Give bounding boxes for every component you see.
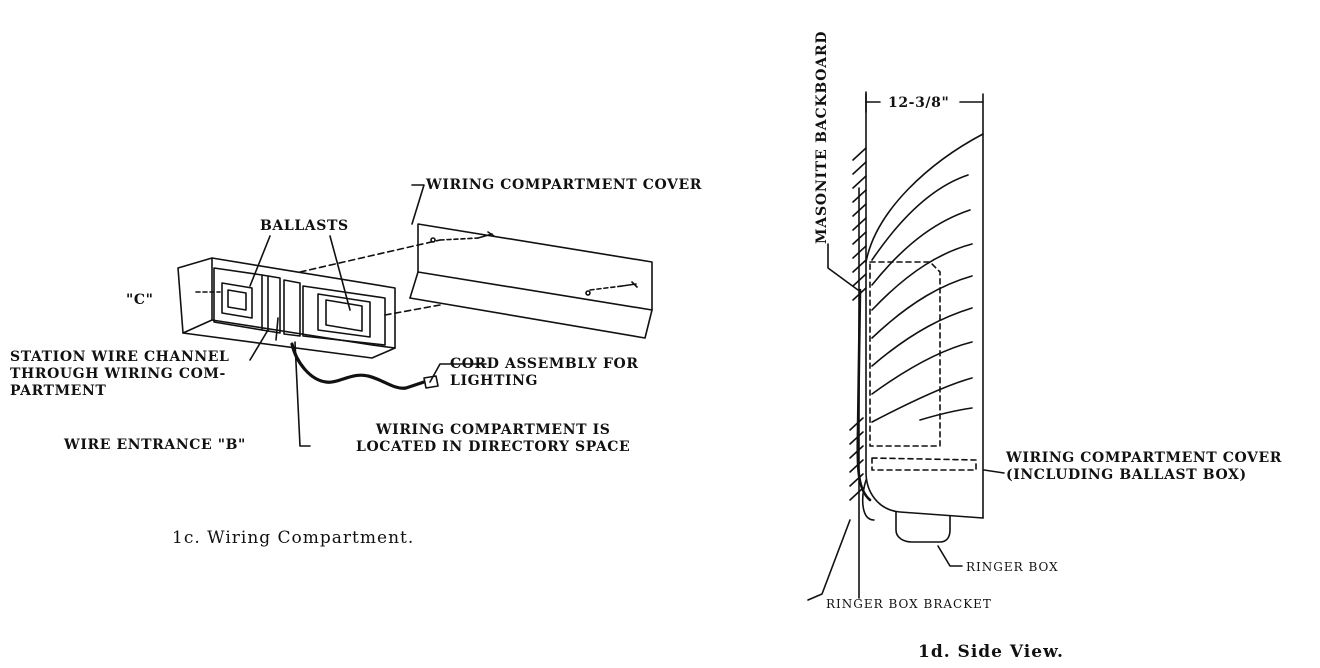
label-dimension: 12-3/8" — [888, 95, 950, 112]
caption-1d: 1d. Side View. — [918, 642, 1064, 662]
caption-1c: 1c. Wiring Compartment. — [172, 528, 415, 548]
label-ringer-box: RINGER BOX — [966, 560, 1059, 574]
label-masonite-backboard: MASONITE BACKBOARD — [814, 30, 830, 244]
label-wire-entrance-b: WIRE ENTRANCE "B" — [64, 437, 246, 453]
label-station-wire-channel: STATION WIRE CHANNEL THROUGH WIRING COM-… — [10, 349, 230, 399]
wiring-compartment-drawing — [177, 184, 653, 447]
label-ballasts: BALLASTS — [260, 218, 349, 234]
label-wiring-compartment-cover: WIRING COMPARTMENT COVER — [426, 177, 703, 193]
label-wiring-compartment-location: WIRING COMPARTMENT IS LOCATED IN DIRECTO… — [356, 422, 631, 455]
label-ringer-box-bracket: RINGER BOX BRACKET — [826, 597, 992, 611]
label-c: "C" — [126, 292, 154, 308]
label-side-cover: WIRING COMPARTMENT COVER (INCLUDING BALL… — [1006, 450, 1283, 483]
label-cord-assembly: CORD ASSEMBLY FOR LIGHTING — [450, 356, 639, 389]
side-view-drawing — [807, 91, 1005, 601]
